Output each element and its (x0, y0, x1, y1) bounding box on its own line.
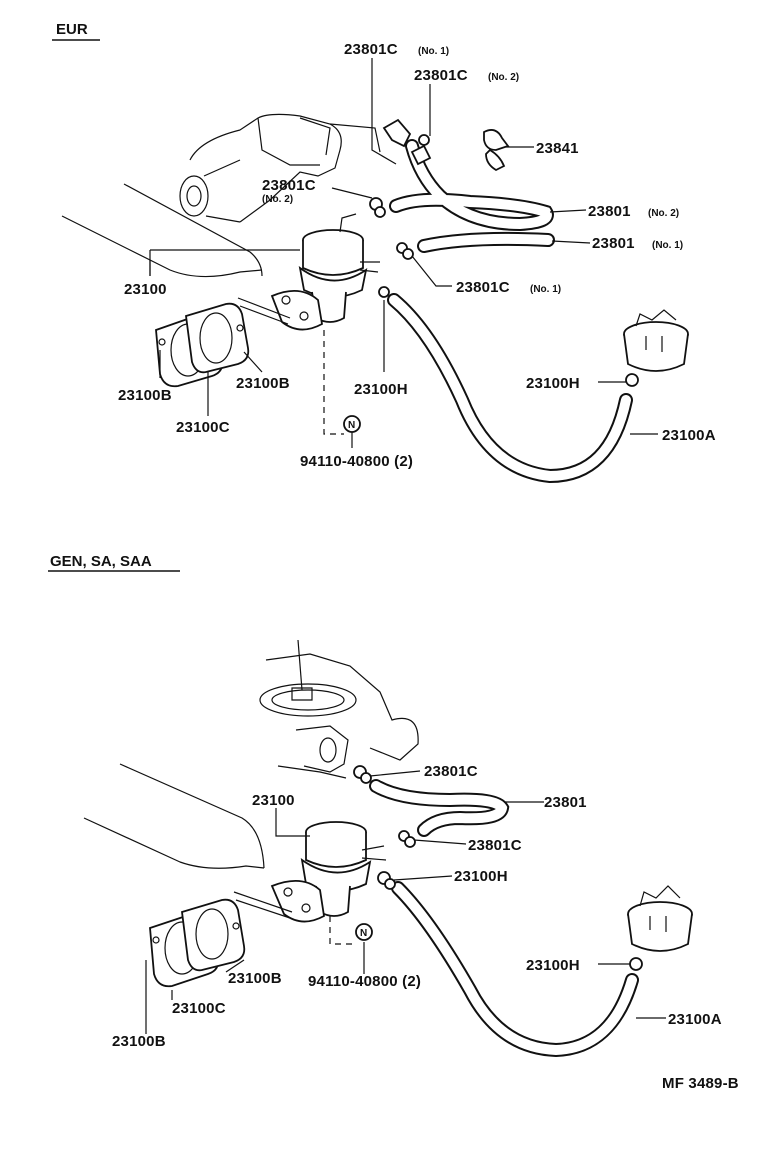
label-23801c-no1-right: 23801C (456, 279, 510, 296)
label-94110-top: 94110-40800 (2) (300, 453, 413, 470)
fuel-pump-bottom (233, 821, 387, 923)
label-23801c-no2-top-sub: (No. 2) (488, 72, 519, 83)
nut-symbol-top: N (343, 415, 361, 433)
label-23100h-filter-bottom: 23100H (526, 957, 580, 974)
label-23100b-right-bottom: 23100B (228, 970, 282, 987)
nut-symbol-text-top: N (348, 420, 355, 431)
label-23801c-no2-left: 23801C (262, 177, 316, 194)
label-23801c-no1-top: 23801C (344, 41, 398, 58)
label-23100h-mid-top: 23100H (354, 381, 408, 398)
label-23801c-no2-top: 23801C (414, 67, 468, 84)
label-23100h-mid-bottom: 23100H (454, 868, 508, 885)
fuel-hoses-top (387, 139, 633, 484)
label-23801-bottom: 23801 (544, 794, 587, 811)
fuel-filter-bottom (627, 885, 693, 952)
fuel-filter-top (623, 309, 689, 372)
label-23801-no2-sub: (No. 2) (648, 208, 679, 219)
leader-lines-bottom (145, 770, 666, 1034)
fuel-pump-top (237, 213, 380, 331)
nut-symbol-text-bottom: N (360, 928, 367, 939)
fuel-hoses-bottom (369, 779, 639, 1058)
gasket-set-top (155, 302, 250, 388)
label-23100h-filter-top: 23100H (526, 375, 580, 392)
label-23801c-no1-top-sub: (No. 1) (418, 46, 449, 57)
labels-top: 23801C (No. 1) 23801C (No. 2) 23841 2380… (118, 41, 716, 470)
label-23100-bottom: 23100 (252, 792, 295, 809)
label-23841: 23841 (536, 140, 579, 157)
label-23100c-bottom: 23100C (172, 1000, 226, 1017)
section-eur: EUR (52, 21, 716, 484)
clamps-bottom (353, 765, 643, 971)
clamps-top (369, 118, 639, 387)
label-23801-no2: 23801 (588, 203, 631, 220)
label-23801c-mid-bottom: 23801C (468, 837, 522, 854)
label-23100b-left-bottom: 23100B (112, 1033, 166, 1050)
label-23801c-top-bottom: 23801C (424, 763, 478, 780)
labels-bottom: 23801C 23801 23801C 23100 23100H 23100B … (112, 763, 722, 1050)
label-23801c-no1-right-sub: (No. 1) (530, 284, 561, 295)
label-23100b-left-top: 23100B (118, 387, 172, 404)
label-23100c-top: 23100C (176, 419, 230, 436)
label-23100-top: 23100 (124, 281, 167, 298)
figure-code: MF 3489-B (662, 1075, 739, 1092)
gasket-set-bottom (149, 898, 246, 988)
label-23801-no1: 23801 (592, 235, 635, 252)
section-gen: GEN, SA, SAA (48, 553, 722, 1058)
label-23100a-top: 23100A (662, 427, 716, 444)
nut-symbol-bottom: N (355, 923, 373, 941)
label-23801c-no2-left-sub: (No. 2) (262, 194, 293, 205)
section-title-gen: GEN, SA, SAA (50, 553, 152, 570)
leader-lines-top (149, 58, 658, 448)
engine-outline-bottom (83, 639, 419, 869)
label-23100b-right-top: 23100B (236, 375, 290, 392)
label-23100a-bottom: 23100A (668, 1011, 722, 1028)
section-title-eur: EUR (56, 21, 88, 38)
label-23801-no1-sub: (No. 1) (652, 240, 683, 251)
label-94110-bottom: 94110-40800 (2) (308, 973, 421, 990)
